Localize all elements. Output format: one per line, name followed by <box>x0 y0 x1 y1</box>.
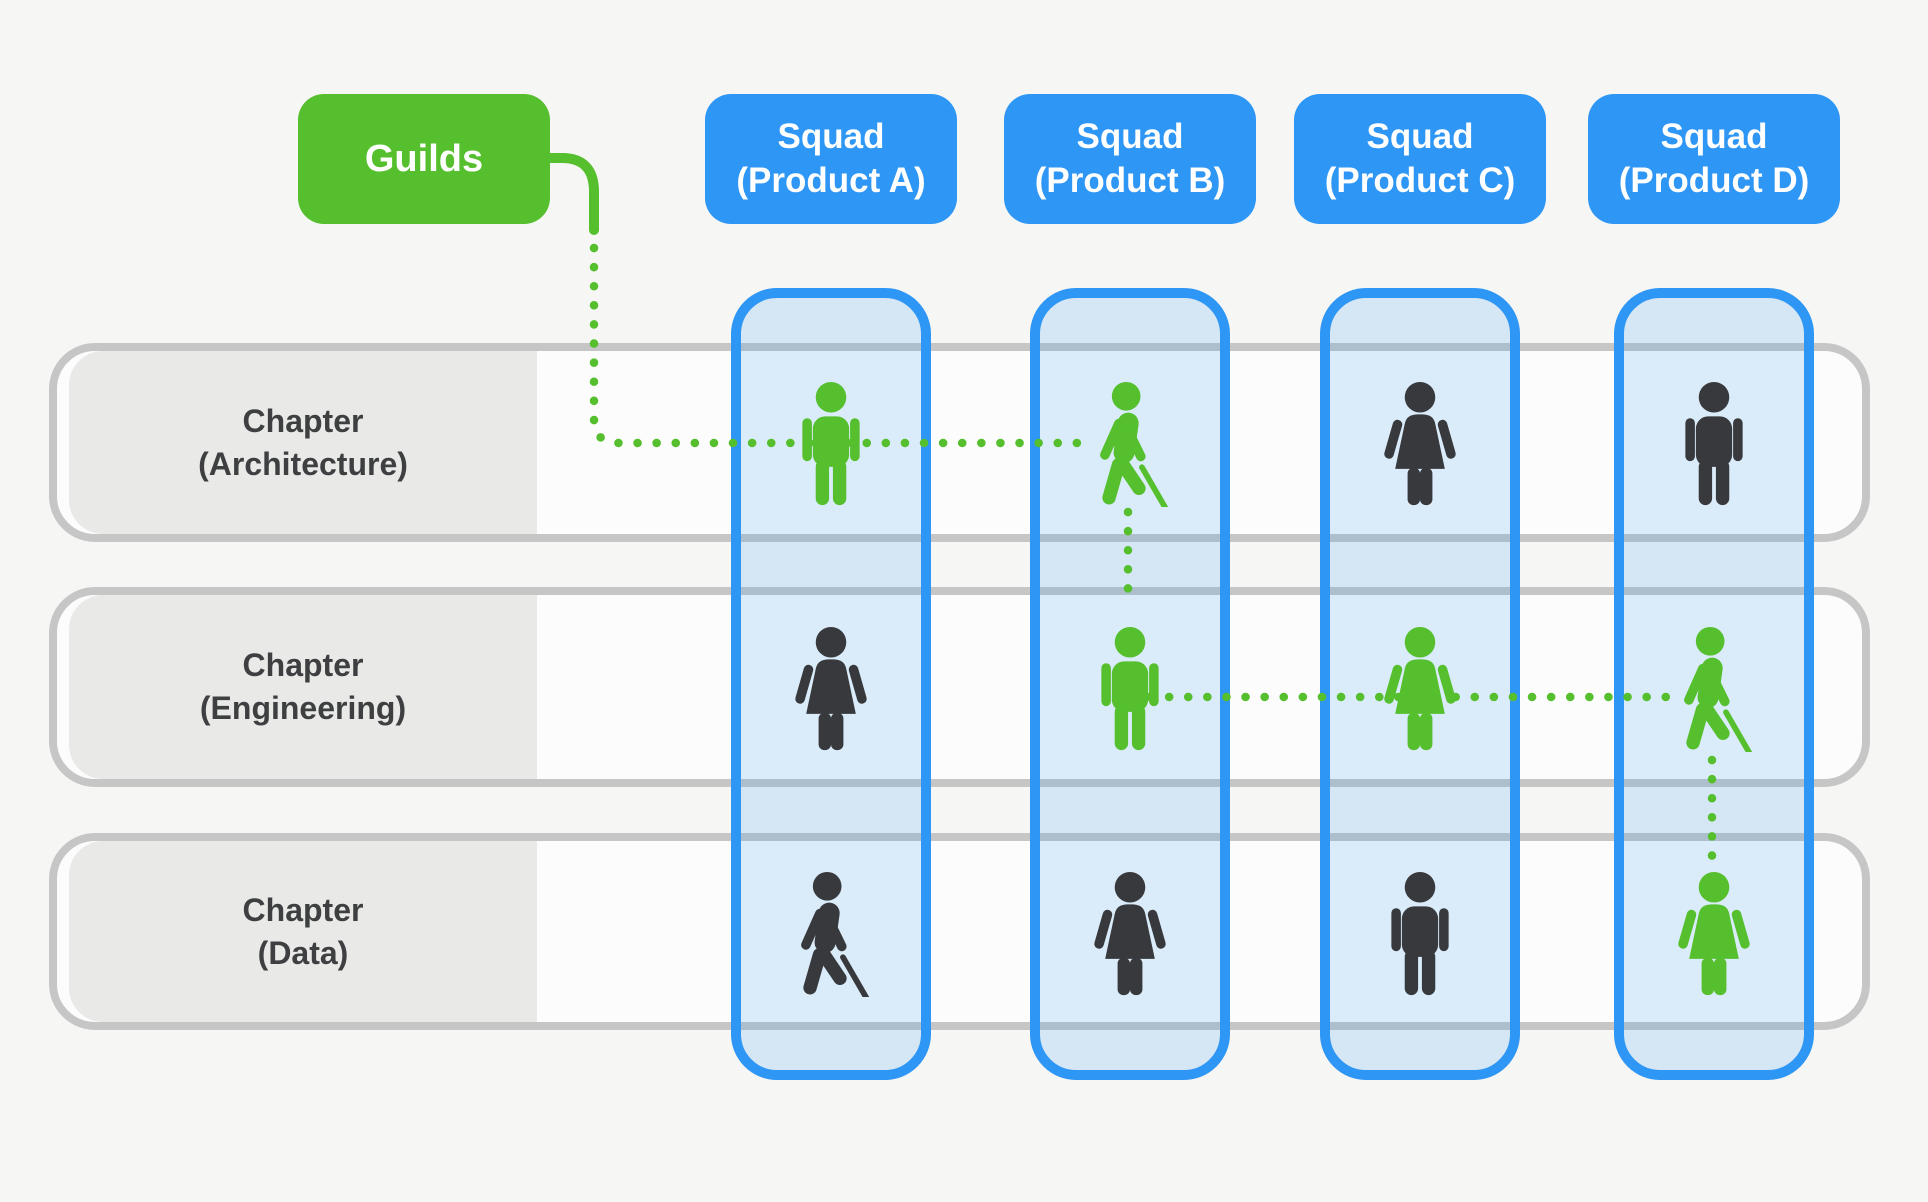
guilds-box: Guilds <box>298 94 550 224</box>
chapter-row-architecture: Chapter (Architecture) <box>49 343 1870 542</box>
chapter-label-line1: Chapter <box>242 647 364 683</box>
chapter-label-line2: (Engineering) <box>199 690 407 726</box>
woman-icon <box>1354 381 1486 507</box>
chapter-label-line2: (Data) <box>257 934 349 971</box>
woman-icon <box>1354 626 1486 752</box>
squad-header-product-d: Squad (Product D) <box>1588 94 1840 224</box>
guilds-label: Guilds <box>364 137 484 180</box>
cane-person-icon <box>1648 626 1780 752</box>
squad-header-line1: Squad <box>1660 117 1768 156</box>
woman-icon <box>1064 871 1196 997</box>
guild-elbow-solid-line <box>541 153 599 235</box>
man-icon <box>1354 871 1486 997</box>
chapter-label: Chapter (Architecture) <box>198 400 408 486</box>
squad-header-product-c: Squad (Product C) <box>1294 94 1546 224</box>
squad-header-line1: Squad <box>777 117 885 156</box>
chapter-row-engineering: Chapter (Engineering) <box>49 587 1870 787</box>
squad-header-line2: (Product C) <box>1324 161 1516 200</box>
woman-icon <box>765 626 897 752</box>
squad-header-line2: (Product D) <box>1618 161 1810 200</box>
squad-header-line2: (Product B) <box>1034 161 1226 200</box>
squad-header-line2: (Product A) <box>736 161 926 200</box>
man-icon <box>1064 626 1196 752</box>
squad-header-line1: Squad <box>1076 117 1184 156</box>
man-icon <box>765 381 897 507</box>
man-icon <box>1648 381 1780 507</box>
chapter-label-panel: Chapter (Engineering) <box>69 595 537 779</box>
chapter-label-panel: Chapter (Architecture) <box>69 351 537 534</box>
chapter-label: Chapter (Engineering) <box>200 644 406 730</box>
woman-icon <box>1648 871 1780 997</box>
cane-person-icon <box>1064 381 1196 507</box>
squad-header-product-b: Squad (Product B) <box>1004 94 1256 224</box>
chapter-label-line2: (Architecture) <box>198 445 408 482</box>
chapter-label: Chapter (Data) <box>243 889 364 975</box>
chapter-row-data: Chapter (Data) <box>49 833 1870 1030</box>
chapter-label-line1: Chapter <box>242 402 364 439</box>
cane-person-icon <box>765 871 897 997</box>
squad-header-line1: Squad <box>1366 117 1474 156</box>
chapter-label-line1: Chapter <box>242 891 364 928</box>
chapter-label-panel: Chapter (Data) <box>69 841 537 1022</box>
squad-header-product-a: Squad (Product A) <box>705 94 957 224</box>
